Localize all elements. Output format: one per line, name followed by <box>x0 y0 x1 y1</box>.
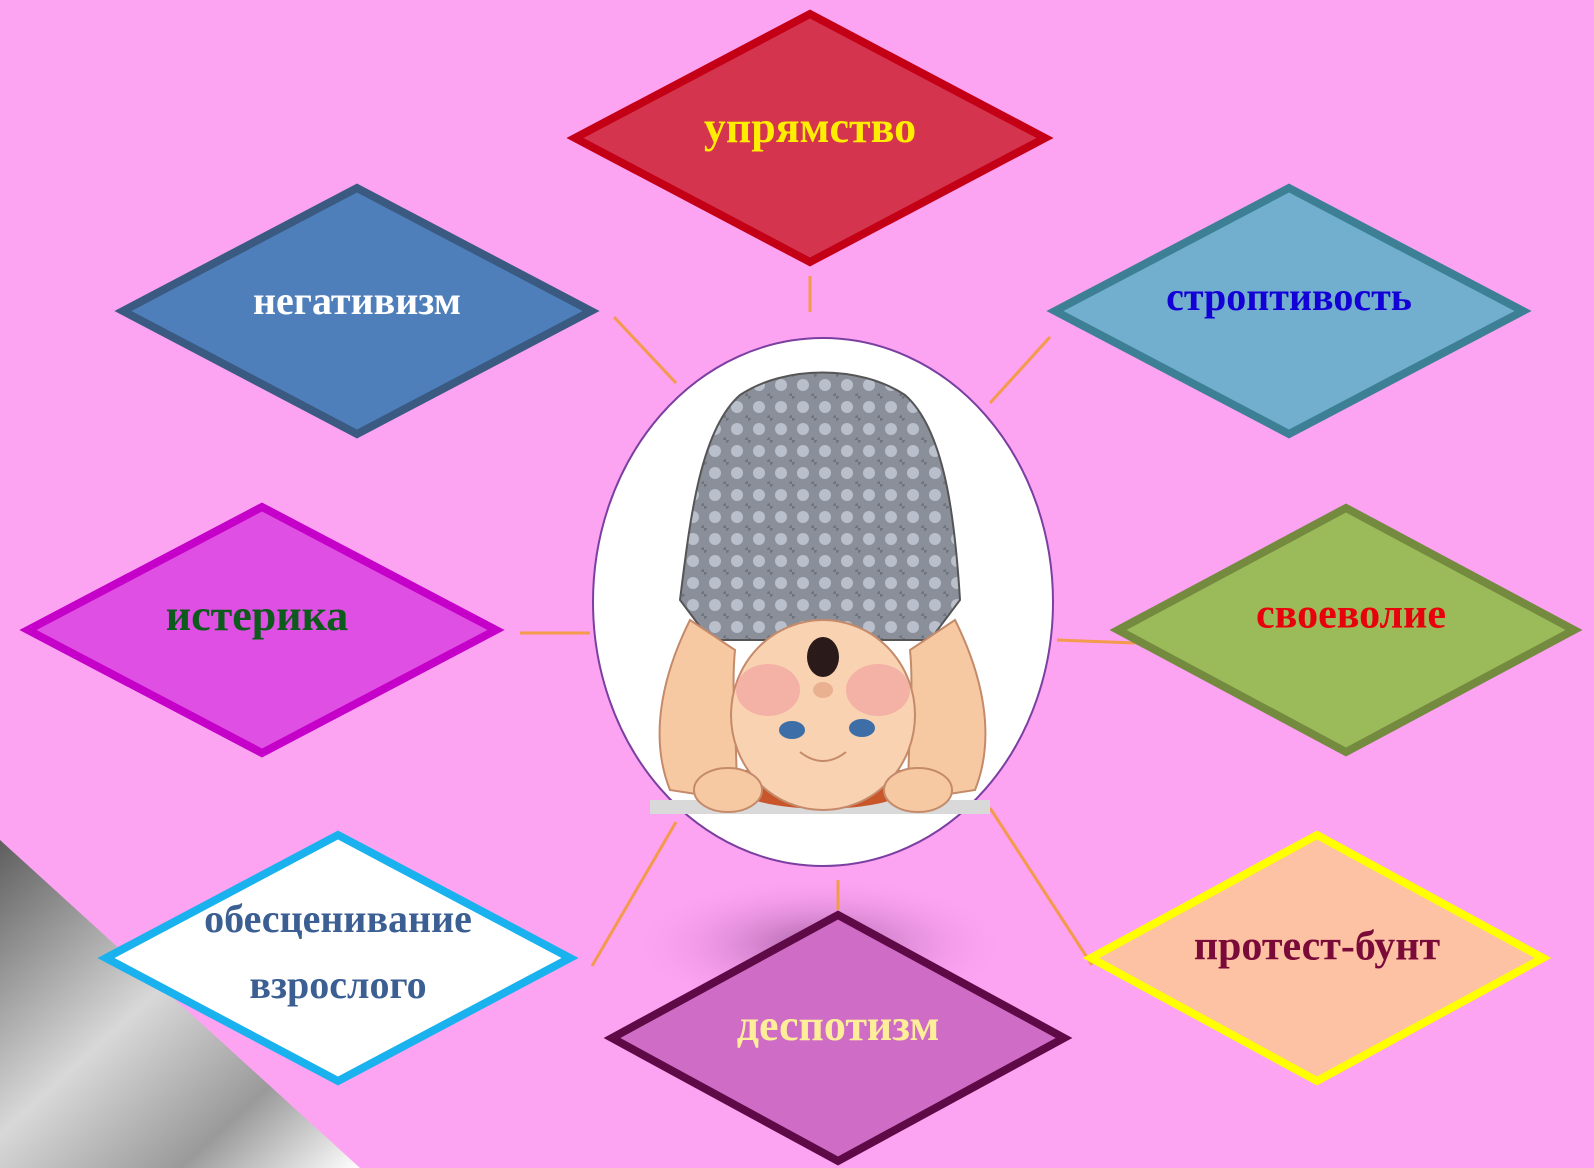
diamond-node-svoevolie: своеволие <box>1109 503 1583 757</box>
diamond-node-protest: протест-бунт <box>1082 830 1552 1086</box>
center-illustration <box>592 337 1054 867</box>
diamond-label: истерика <box>166 591 349 640</box>
diamond-shape <box>114 183 600 439</box>
diamond-shape <box>1046 183 1532 439</box>
connector-lines <box>520 276 1136 967</box>
diamond-shape <box>603 910 1073 1166</box>
connector-line <box>988 335 1052 405</box>
diamond-label: строптивость <box>1166 274 1412 319</box>
diamond-label: взрослого <box>249 962 426 1007</box>
connector-line <box>612 315 678 385</box>
diamond-label: деспотизм <box>737 1001 940 1050</box>
connector-line <box>1056 638 1136 645</box>
diamond-node-upryamstvo: упрямство <box>566 9 1054 267</box>
diamond-label: обесценивание <box>204 896 472 941</box>
diamond-node-negativizm: негативизм <box>114 183 600 439</box>
diamond-group: упрямство негативизм строптивость истерика с… <box>19 9 1583 1166</box>
diamond-label: протест-бунт <box>1194 924 1441 970</box>
diamond-shape <box>1082 830 1552 1086</box>
diamond-shape <box>1109 503 1583 757</box>
connector-line <box>988 807 1094 966</box>
diamond-label: негативизм <box>253 278 461 323</box>
diamond-node-isterika: истерика <box>19 502 505 758</box>
diamond-node-despotizm: деспотизм <box>603 910 1073 1166</box>
diamond-label: упрямство <box>704 103 916 152</box>
child-headstand-icon <box>650 371 990 814</box>
connector-line <box>590 821 678 967</box>
diamond-shape <box>97 830 579 1086</box>
diamond-shape <box>19 502 505 758</box>
diamond-label: своеволие <box>1256 592 1446 638</box>
diamond-node-obescenivanie: обесценивание взрослого <box>97 830 579 1086</box>
diamond-shape <box>566 9 1054 267</box>
page-curl-decoration <box>0 840 360 1168</box>
diamond-node-stroptivost: строптивость <box>1046 183 1532 439</box>
